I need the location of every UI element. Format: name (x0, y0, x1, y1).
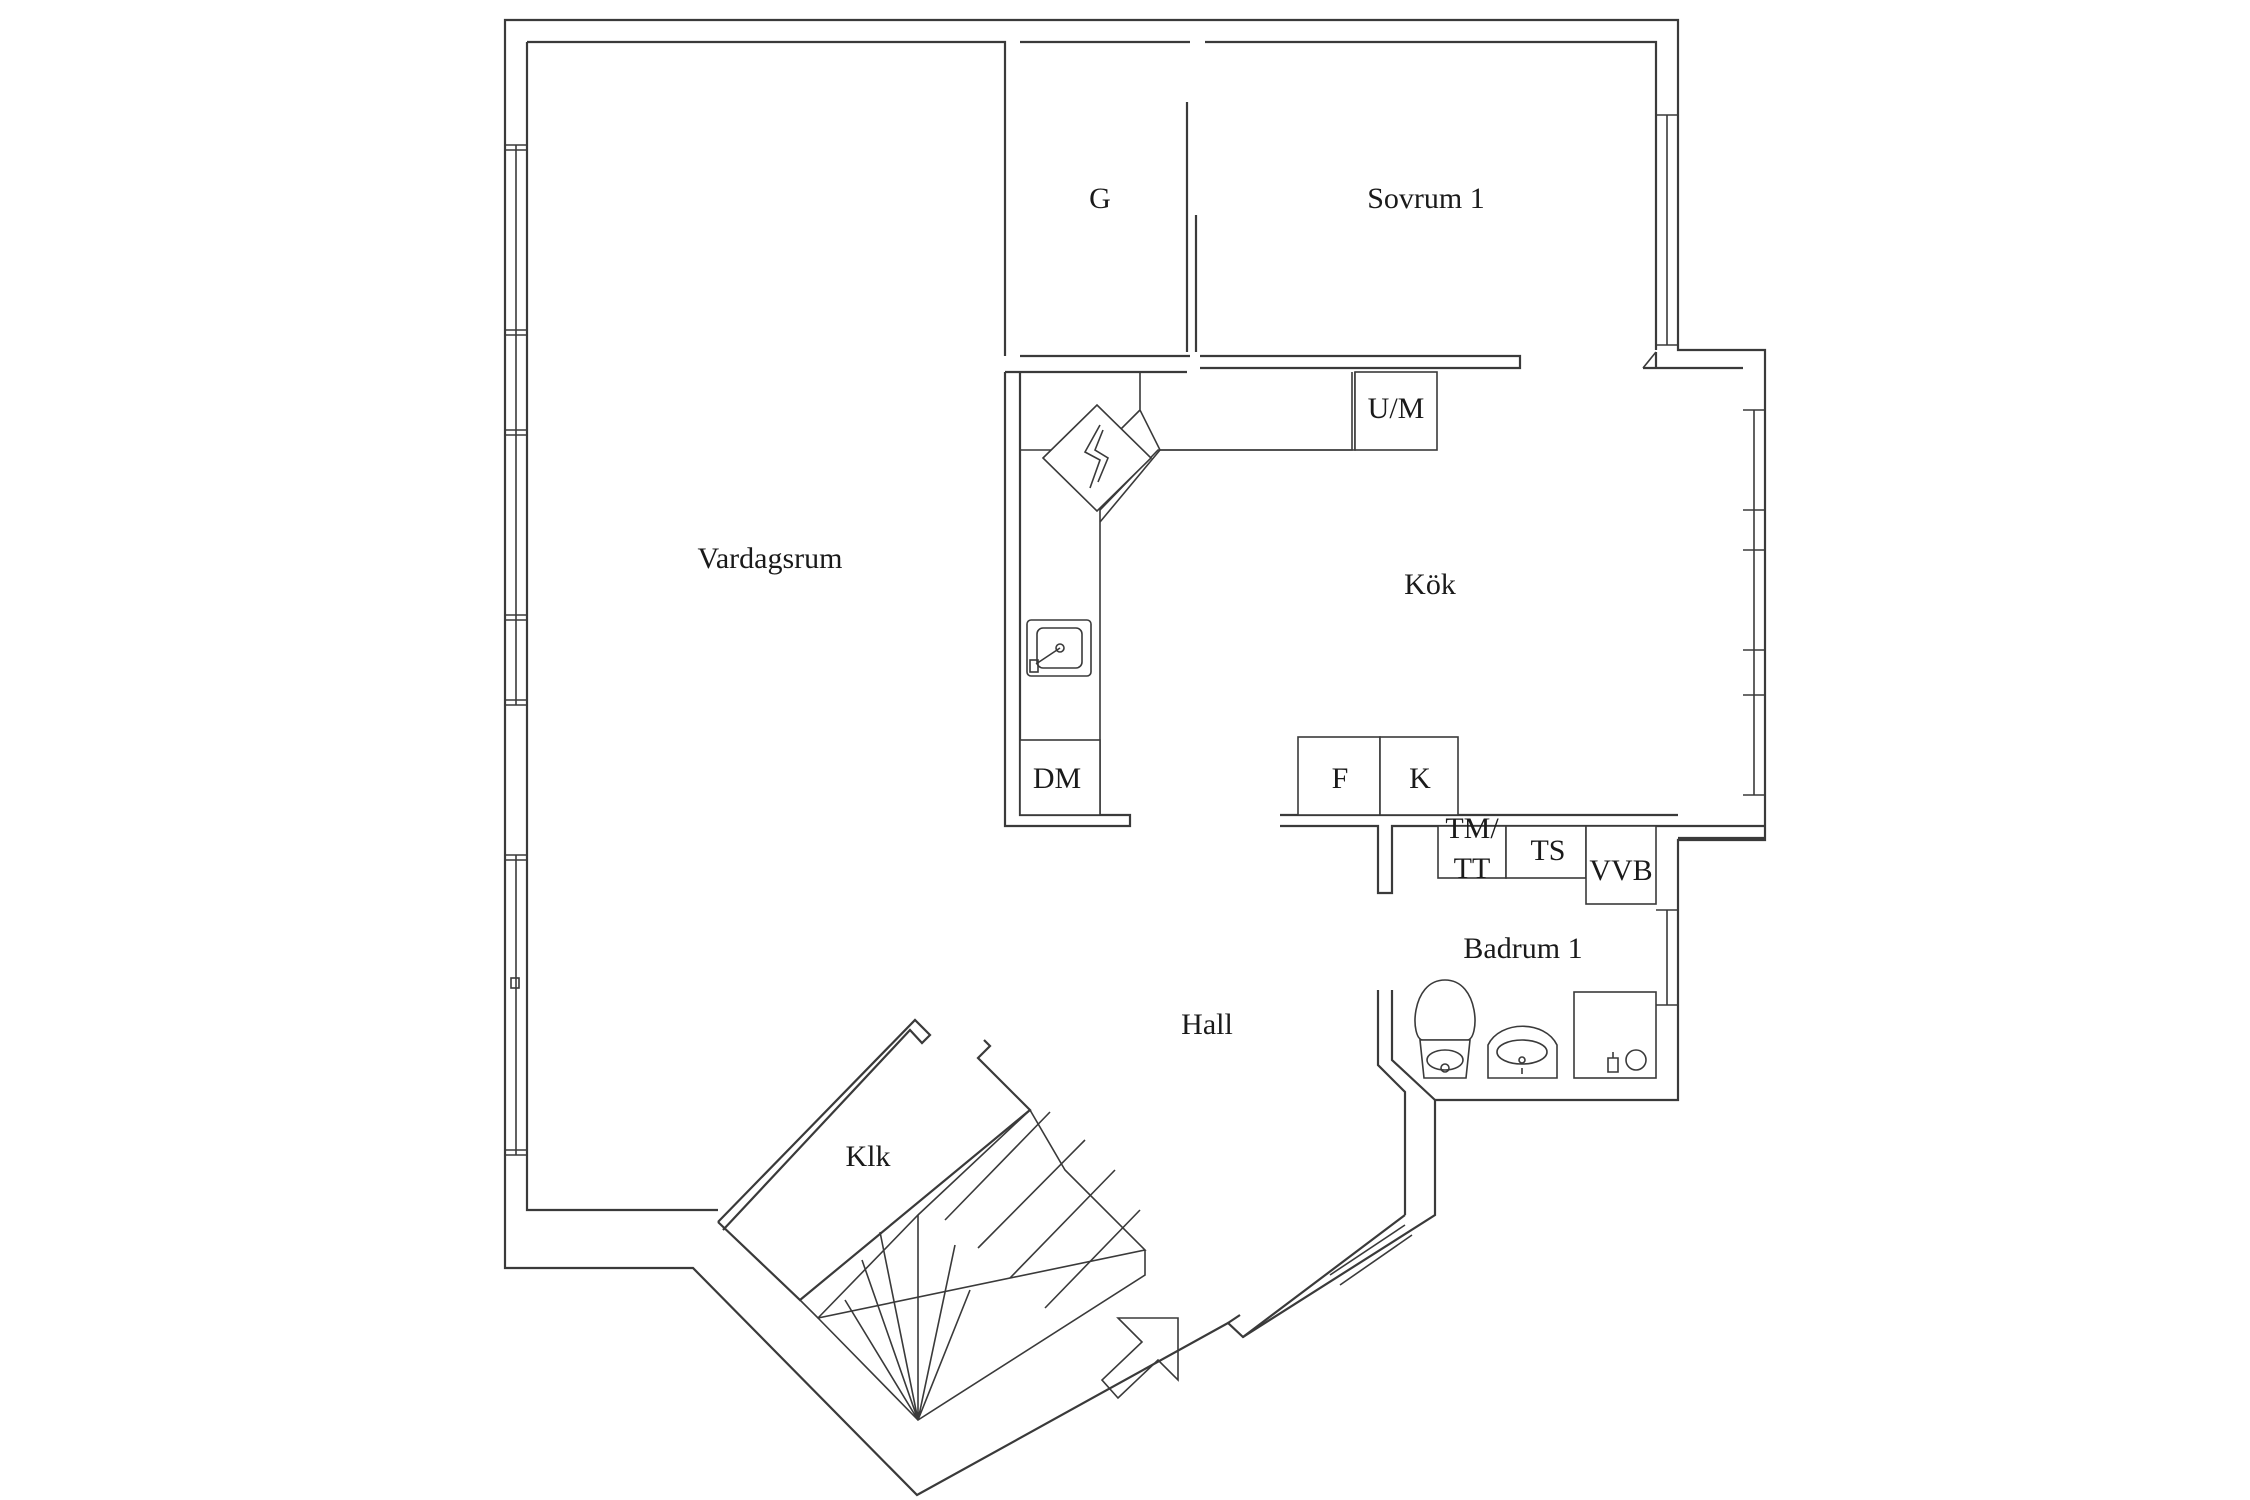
closet-and-stairs (717, 1018, 1147, 1422)
washbasin-icon (1487, 1025, 1558, 1079)
windows-left (505, 144, 527, 1156)
fixture-label-f: F (1332, 762, 1349, 795)
fixture-label-tm-line2: TT (1454, 852, 1491, 885)
fixture-label-um: U/M (1368, 392, 1425, 425)
fixture-label-k: K (1409, 762, 1431, 795)
shower-icon (1573, 991, 1657, 1079)
fixture-label-tm-line1: TM/ (1445, 812, 1499, 845)
exterior-walls (503, 18, 1767, 1497)
sink-icon (1026, 619, 1092, 677)
room-label-sovrum: Sovrum 1 (1367, 182, 1485, 215)
kitchen-fixtures (1019, 371, 1459, 816)
fixture-label-ts: TS (1530, 834, 1565, 867)
windows-right (1656, 114, 1765, 1006)
fixture-label-vvb: VVB (1589, 854, 1652, 887)
interior-walls (1003, 102, 1765, 1338)
fixture-label-dm: DM (1033, 762, 1081, 795)
room-label-hall: Hall (1181, 1008, 1233, 1041)
room-label-g: G (1089, 182, 1111, 215)
room-label-badrum: Badrum 1 (1463, 932, 1582, 965)
room-label-klk: Klk (846, 1140, 891, 1173)
toilet-icon (1414, 979, 1476, 1079)
room-label-kok: Kök (1404, 568, 1456, 601)
bathroom-fixtures (1414, 825, 1657, 1079)
entrance-arrow-icon (1100, 1317, 1179, 1400)
room-label-vardagsrum: Vardagsrum (698, 542, 843, 575)
